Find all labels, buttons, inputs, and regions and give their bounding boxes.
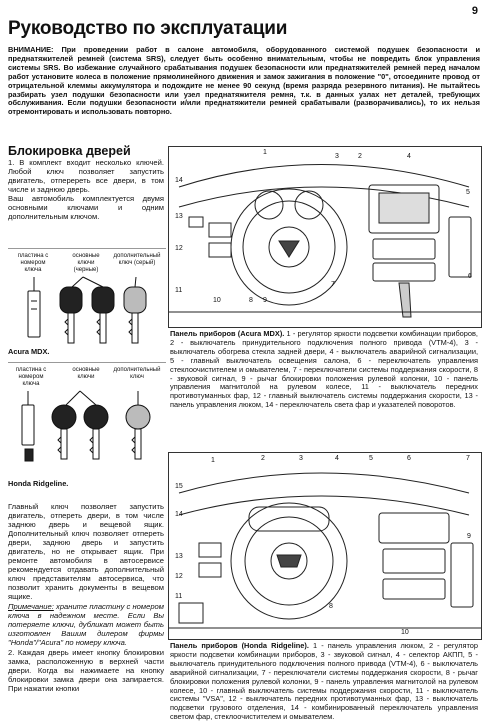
note-label: Примечание: <box>8 602 54 611</box>
body-paragraph-1: Главный ключ позволяет запустить двигате… <box>8 502 164 601</box>
callout-label: 9 <box>263 297 267 304</box>
warning-block: ВНИМАНИЕ: При проведении работ в салоне … <box>8 45 480 117</box>
callout-label: 11 <box>175 287 183 294</box>
label-extra-key: дополнительный ключ <box>113 367 161 380</box>
note-text: храните пластину с номером ключа в надеж… <box>8 602 164 647</box>
callout-label: 2 <box>358 153 362 160</box>
keys-figure-ridgeline: пластина с номером ключа основные ключи … <box>8 362 166 493</box>
dashboard-drawing-mdx <box>169 164 481 318</box>
callout-label: 14 <box>175 177 183 184</box>
callout-label: 7 <box>331 281 335 288</box>
label-extra-key: дополнительный ключ (серый) <box>113 253 161 266</box>
warning-text: При проведении работ в салоне автомобиля… <box>8 45 480 117</box>
callout-label: 12 <box>175 245 183 252</box>
callout-label: 14 <box>175 511 183 518</box>
figure1-caption: Панель приборов (Acura MDX). 1 - регулят… <box>170 329 478 410</box>
keys-figure-mdx: пластина с номером ключа основные ключи … <box>8 248 166 359</box>
callout-label: 13 <box>175 213 183 220</box>
callout-label: 1 <box>263 149 267 156</box>
intro-paragraph-1: 1. В комплект входит несколько ключей. Л… <box>8 158 164 194</box>
page-number: 9 <box>471 5 478 17</box>
keys-drawing-mdx <box>27 276 147 344</box>
callout-label: 5 <box>466 189 470 196</box>
warning-lead: ВНИМАНИЕ: <box>8 45 54 54</box>
callout-label: 4 <box>407 153 411 160</box>
key-plate-icon <box>27 290 41 338</box>
label-key-plate: пластина с номером ключа <box>17 253 49 273</box>
label-main-keys: основные ключи (черные) <box>72 253 100 273</box>
main-key-icon <box>51 404 77 460</box>
callout-label: 9 <box>467 533 471 540</box>
callout-label: 8 <box>249 297 253 304</box>
label-key-plate: пластина с номером ключа <box>15 367 47 387</box>
callout-label: 5 <box>369 455 373 462</box>
callout-label: 10 <box>213 297 221 304</box>
intro-text: 1. В комплект входит несколько ключей. Л… <box>8 158 164 221</box>
callout-label: 7 <box>466 455 470 462</box>
callout-label: 6 <box>407 455 411 462</box>
note-paragraph: Примечание: храните пластину с номером к… <box>8 602 164 647</box>
keys-drawing-ridgeline <box>21 390 151 462</box>
caption-mdx: Acura MDX. <box>8 347 50 356</box>
page-title: Руководство по эксплуатации <box>8 18 288 39</box>
figure1-caption-lead: Панель приборов (Acura MDX). <box>170 329 285 338</box>
body-text: Главный ключ позволяет запустить двигате… <box>8 502 164 694</box>
callout-label: 4 <box>335 455 339 462</box>
callout-label: 3 <box>299 455 303 462</box>
label-main-keys: основные ключи <box>72 367 100 380</box>
callout-label: 1 <box>211 457 215 464</box>
callout-label: 15 <box>175 483 183 490</box>
dashboard-drawing-ridgeline <box>169 472 481 629</box>
extra-key-icon <box>123 286 147 344</box>
figure2-caption-text: 1 - панель управления люком, 2 - регулят… <box>170 641 478 722</box>
main-key-icon <box>83 404 109 460</box>
callout-label: 8 <box>329 603 333 610</box>
callout-label: 13 <box>175 553 183 560</box>
caption-ridgeline: Honda Ridgeline. <box>8 479 69 488</box>
figure2-caption-lead: Панель приборов (Honda Ridgeline). <box>170 641 309 650</box>
key-plate-icon <box>21 404 35 446</box>
figure-dashboard-mdx: 1 2 3 4 5 6 7 8 9 10 11 12 13 14 <box>168 146 482 328</box>
figure-dashboard-ridgeline: 1 2 3 4 5 6 7 8 9 10 11 12 13 14 15 <box>168 452 482 640</box>
callout-label: 11 <box>175 593 183 600</box>
callout-label: 12 <box>175 573 183 580</box>
callout-label: 6 <box>468 273 472 280</box>
callout-label: 3 <box>335 153 339 160</box>
intro-paragraph-2: Ваш автомобиль комплектуется двумя основ… <box>8 194 164 221</box>
body-paragraph-2: 2. Каждая дверь имеет кнопку блокировки … <box>8 648 164 693</box>
callout-label: 2 <box>261 455 265 462</box>
main-key-icon <box>91 286 115 344</box>
main-key-icon <box>59 286 83 344</box>
figure2-caption: Панель приборов (Honda Ridgeline). 1 - п… <box>170 641 478 722</box>
figure1-caption-text: 1 - регулятор яркости подсветки комбинац… <box>170 329 478 410</box>
callout-label: 10 <box>401 629 409 636</box>
section-title: Блокировка дверей <box>8 144 131 158</box>
extra-key-icon <box>125 404 151 460</box>
